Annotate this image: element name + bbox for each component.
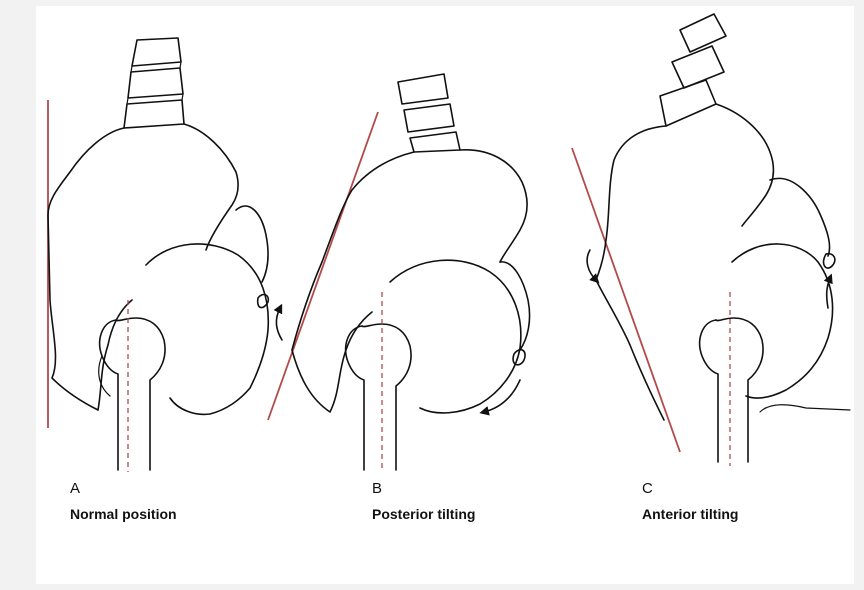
panel-c-femoral-head-left bbox=[700, 320, 718, 462]
panel-b-femoral-neck bbox=[362, 324, 411, 470]
panel-c-ilium-right bbox=[716, 104, 773, 226]
panel-c-reference-line bbox=[572, 148, 680, 452]
panel-a-acetabulum bbox=[146, 244, 268, 414]
panel-b-femoral-head-left bbox=[346, 326, 364, 470]
panel-c-coccyx bbox=[824, 254, 835, 268]
panel-b-vertebrae bbox=[398, 74, 460, 152]
panel-c-femoral-neck bbox=[716, 318, 763, 462]
panel-a-ilium-right bbox=[184, 124, 238, 250]
panel-a-caption: Normal position bbox=[70, 506, 177, 522]
panel-a-ilium-left bbox=[48, 128, 132, 410]
panel-b-acetabulum bbox=[390, 260, 521, 413]
panel-b-letter: B bbox=[372, 480, 382, 497]
panel-c-ilium-left bbox=[596, 126, 666, 420]
panel-c-drawing bbox=[572, 14, 850, 466]
panel-c-signature bbox=[760, 405, 850, 412]
panel-c-left-arrow bbox=[587, 250, 596, 280]
panel-a-sacrum bbox=[236, 206, 268, 282]
panel-a-vertebrae bbox=[124, 38, 184, 128]
panel-b-reference-line bbox=[268, 112, 378, 420]
panel-c-vertebrae bbox=[660, 14, 726, 126]
panel-b-ilium-left bbox=[292, 152, 414, 412]
panel-b-drawing bbox=[268, 74, 530, 472]
panel-b-sacrum bbox=[500, 262, 530, 350]
panel-a-rotation-arrow bbox=[276, 308, 282, 340]
panel-a-drawing bbox=[48, 38, 282, 472]
panel-a-femoral-neck bbox=[116, 318, 165, 470]
panel-b-caption: Posterior tilting bbox=[372, 506, 475, 522]
panel-a-letter: A bbox=[70, 480, 80, 497]
panel-b-ilium-right bbox=[460, 150, 527, 262]
panel-c-letter: C bbox=[642, 480, 653, 497]
panel-c-rotation-arrow bbox=[827, 278, 830, 308]
panel-c-caption: Anterior tilting bbox=[642, 506, 738, 522]
